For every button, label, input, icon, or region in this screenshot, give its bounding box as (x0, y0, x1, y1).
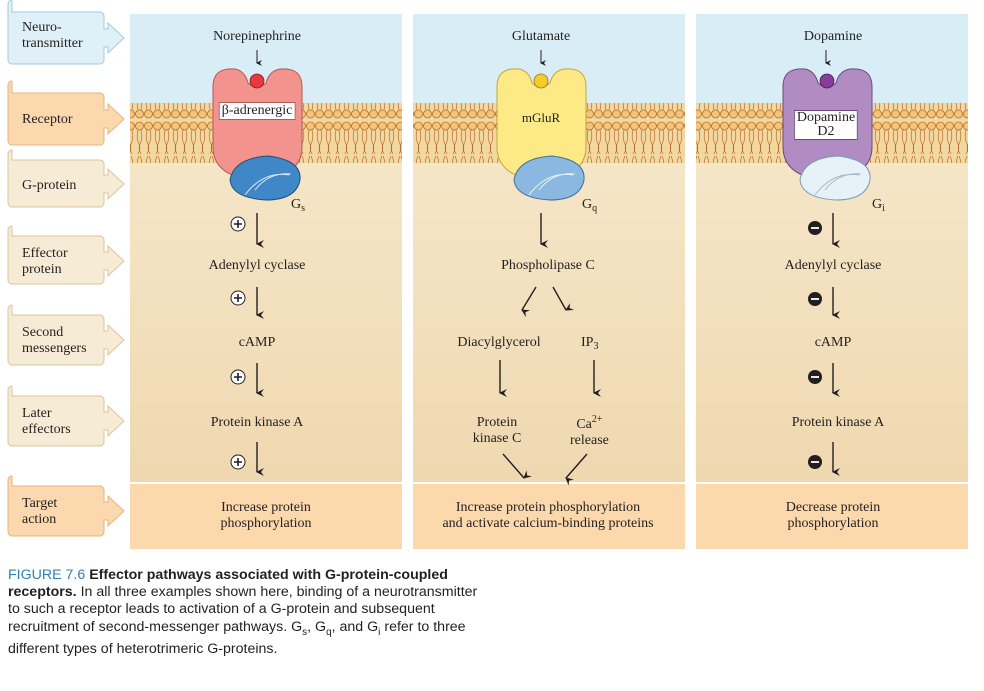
panel-glutamate-bg (413, 14, 685, 549)
gprotein-label-gq: Gq (582, 197, 598, 214)
receptor-beta-adrenergic (212, 50, 303, 201)
caption-body-1: In all three examples shown here, bindin… (8, 584, 478, 635)
plus-signs-panel-1 (230, 216, 246, 470)
row-label-receptor: Receptor (22, 112, 73, 127)
receptor-label-dopamine-d2: Dopamine D2 (793, 110, 859, 140)
second-messenger-camp-3: cAMP (814, 335, 852, 350)
effector-adenylyl-cyclase-3: Adenylyl cyclase (784, 258, 882, 273)
later-effector-pka-3: Protein kinase A (791, 415, 885, 430)
neurotransmitter-dopamine: Dopamine (803, 29, 863, 44)
second-messenger-camp-1: cAMP (238, 335, 276, 350)
row-label-neurotransmitter: Neuro- transmitter (22, 20, 83, 51)
row-label-gprotein: G-protein (22, 178, 77, 193)
figure-caption: FIGURE 7.6 Effector pathways associated … (8, 567, 478, 657)
later-effector-pka-1: Protein kinase A (210, 415, 304, 430)
row-label-box-second-messengers (7, 304, 125, 366)
second-messenger-ip3: IP3 (581, 335, 599, 352)
later-effector-pkc: Protein kinase C (472, 415, 522, 446)
receptor-mglur (496, 50, 587, 201)
second-messenger-diacylglycerol: Diacylglycerol (457, 335, 541, 350)
row-label-box-effector (7, 225, 125, 285)
receptor-label-mglur: mGluR (521, 110, 561, 125)
effector-phospholipase-c: Phospholipase C (501, 258, 595, 273)
target-action-2: Increase protein phosphorylation and act… (442, 500, 654, 531)
row-label-second-messengers: Second messengers (22, 325, 87, 356)
row-label-effector: Effector protein (22, 246, 68, 277)
panel-2-background (413, 14, 685, 549)
gprotein-label-gi: Gi (872, 197, 885, 214)
row-label-box-gprotein (7, 149, 125, 208)
effector-adenylyl-cyclase-1: Adenylyl cyclase (208, 258, 306, 273)
row-label-later-effectors: Later effectors (22, 406, 71, 437)
figure-title: Effector pathways associated with G-prot… (8, 567, 448, 601)
minus-signs-panel-3 (808, 221, 822, 469)
row-label-box-later-effectors (7, 385, 125, 447)
target-action-1: Increase protein phosphorylation (220, 500, 312, 531)
row-label-box-receptor (7, 80, 125, 146)
arrows-panel-2 (499, 213, 601, 486)
gprotein-label-gs: Gs (291, 197, 306, 214)
later-effector-ca-release: Ca2+release (570, 414, 609, 448)
target-action-3: Decrease protein phosphorylation (785, 500, 881, 531)
row-label-box-target-action (7, 475, 125, 537)
figure-number: FIGURE 7.6 (8, 567, 86, 583)
row-label-target-action: Target action (22, 496, 58, 527)
caption-body-2: refer to three different types of hetero… (8, 618, 466, 657)
receptor-label-beta-adrenergic: β-adrenergic (218, 102, 296, 120)
neurotransmitter-glutamate: Glutamate (511, 29, 571, 44)
row-label-box-neurotransmitter (7, 0, 125, 65)
neurotransmitter-norepinephrine: Norepinephrine (213, 29, 301, 44)
